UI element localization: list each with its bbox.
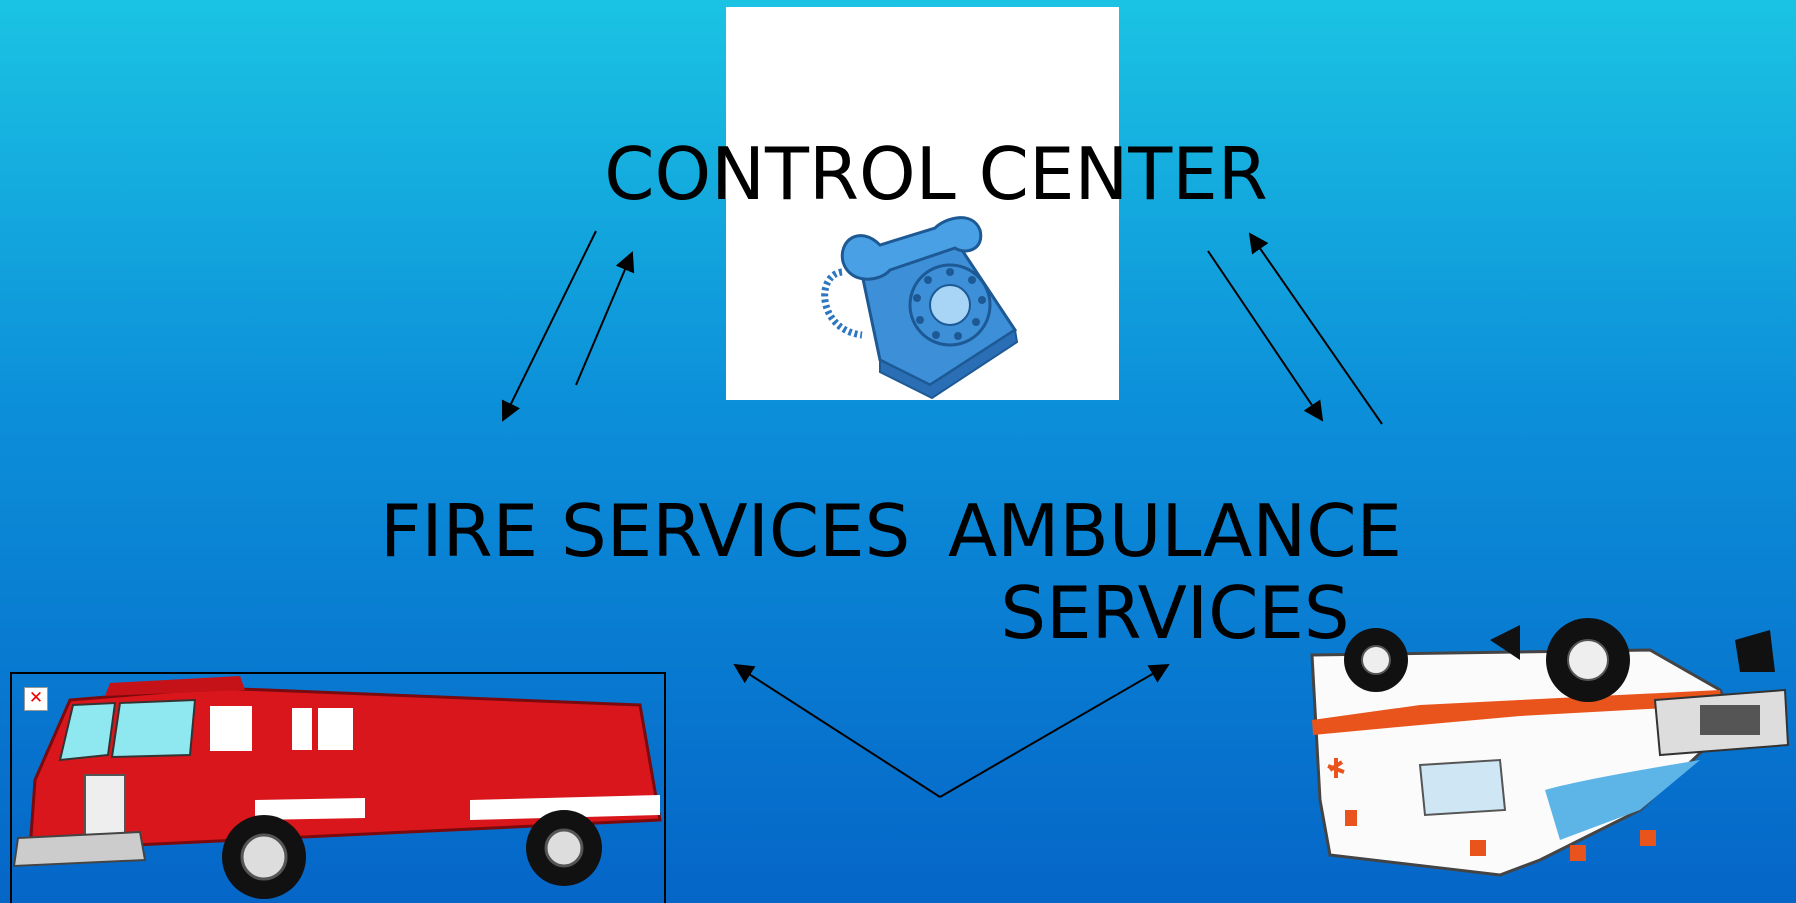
control-center-label: CONTROL CENTER xyxy=(604,132,1268,216)
arrow-to-fire-bottom xyxy=(733,663,941,798)
fire-services-label: FIRE SERVICES xyxy=(380,489,911,573)
fire-truck-icon xyxy=(10,672,666,903)
arrow-control-to-ambulance xyxy=(1207,250,1324,422)
arrow-to-ambulance-bottom xyxy=(939,663,1170,798)
broken-image-icon: ✕ xyxy=(24,687,48,711)
arrow-control-to-fire xyxy=(501,230,597,422)
ambulance-icon xyxy=(1310,618,1790,877)
ambulance-services-line1: AMBULANCE xyxy=(947,489,1403,573)
arrow-fire-to-control xyxy=(575,251,635,386)
ambulance-services-line2: SERVICES xyxy=(1000,571,1350,655)
ambulance-services-label: AMBULANCE SERVICES xyxy=(940,490,1410,654)
arrow-ambulance-to-control xyxy=(1248,232,1383,425)
